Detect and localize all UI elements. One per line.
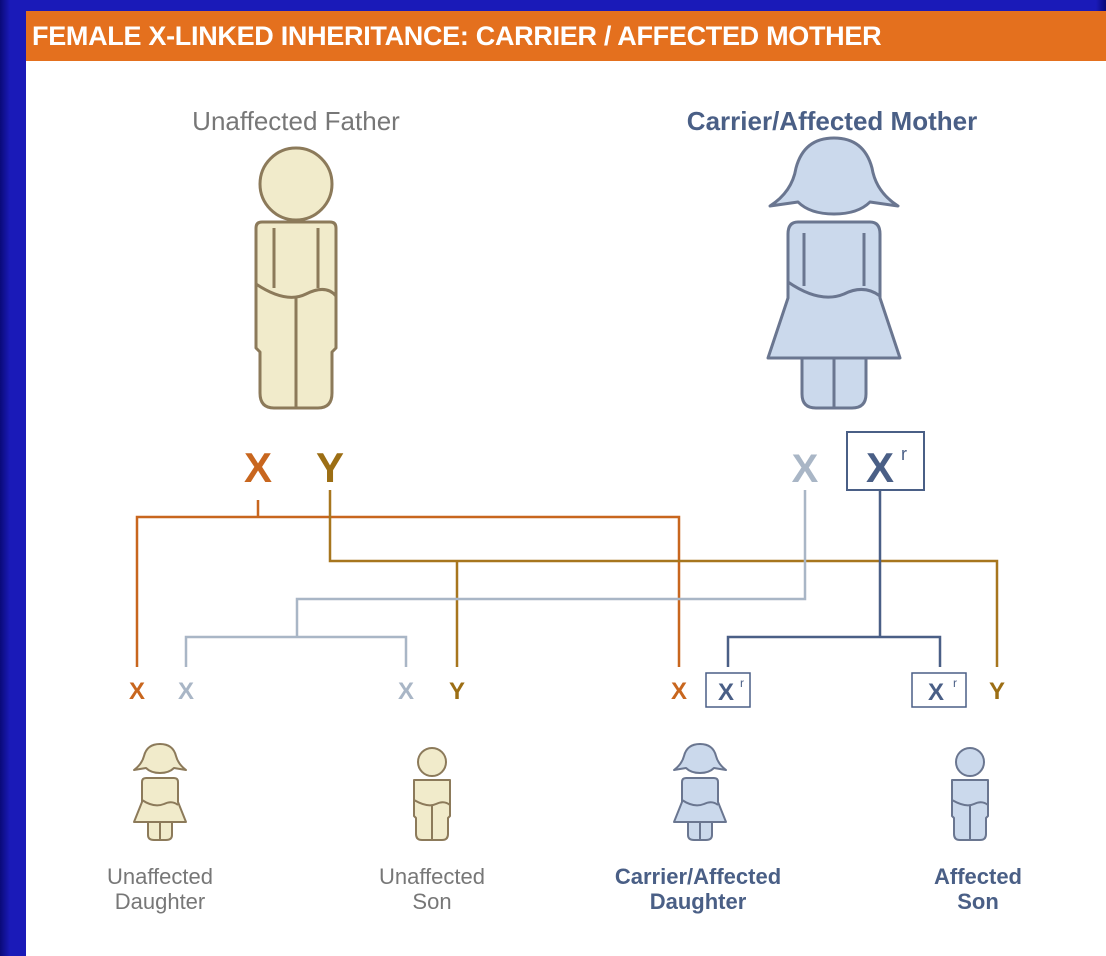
- child3-affected-allele-box: [705, 672, 751, 708]
- child1-label-line1: Unaffected: [107, 864, 213, 889]
- child3-allele-x-father: X: [671, 678, 687, 705]
- affected-son-figure: [951, 747, 989, 841]
- mother-xr-line: [726, 490, 942, 667]
- inheritance-lines: [135, 490, 999, 667]
- child4-affected-allele-box: [911, 672, 967, 708]
- father-figure: [254, 146, 338, 410]
- unaffected-daughter-figure: [133, 743, 187, 841]
- mother-allele-x: X: [792, 447, 819, 491]
- child4-label-line2: Son: [957, 889, 999, 914]
- child4-allele-xr: X: [928, 679, 944, 706]
- child1-allele-x-mother: X: [178, 678, 194, 705]
- father-x-line: [135, 500, 681, 667]
- child4-label-line1: Affected: [934, 864, 1022, 889]
- father-y-line: [328, 490, 999, 667]
- child2-allele-x-mother: X: [398, 678, 414, 705]
- diagram-panel: [26, 61, 1106, 956]
- mother-affected-allele-box: [846, 431, 925, 491]
- mother-allele-xr: X: [866, 444, 894, 491]
- child4-allele-r-superscript: r: [953, 676, 957, 690]
- child3-label-line2: Daughter: [650, 889, 747, 914]
- child2-allele-y-father: Y: [449, 678, 465, 705]
- mother-label: Carrier/Affected Mother: [687, 106, 977, 136]
- father-allele-x: X: [244, 444, 272, 491]
- father-label: Unaffected Father: [192, 106, 400, 136]
- father-allele-y: Y: [316, 444, 344, 491]
- child4-allele-y-father: Y: [989, 678, 1005, 705]
- carrier-affected-daughter-figure: [673, 743, 727, 841]
- child3-allele-r-superscript: r: [740, 676, 744, 690]
- mother-x-line: [184, 490, 807, 667]
- unaffected-son-figure: [413, 747, 451, 841]
- mother-figure: [766, 136, 902, 410]
- child1-label-line2: Daughter: [115, 889, 206, 914]
- child2-label-line2: Son: [412, 889, 451, 914]
- child3-label-line1: Carrier/Affected: [615, 864, 781, 889]
- mother-allele-r-superscript: r: [901, 444, 907, 464]
- child2-label-line1: Unaffected: [379, 864, 485, 889]
- child1-allele-x-father: X: [129, 678, 145, 705]
- child3-allele-xr: X: [718, 679, 734, 706]
- banner-title: FEMALE X-LINKED INHERITANCE: CARRIER / A…: [26, 11, 1106, 61]
